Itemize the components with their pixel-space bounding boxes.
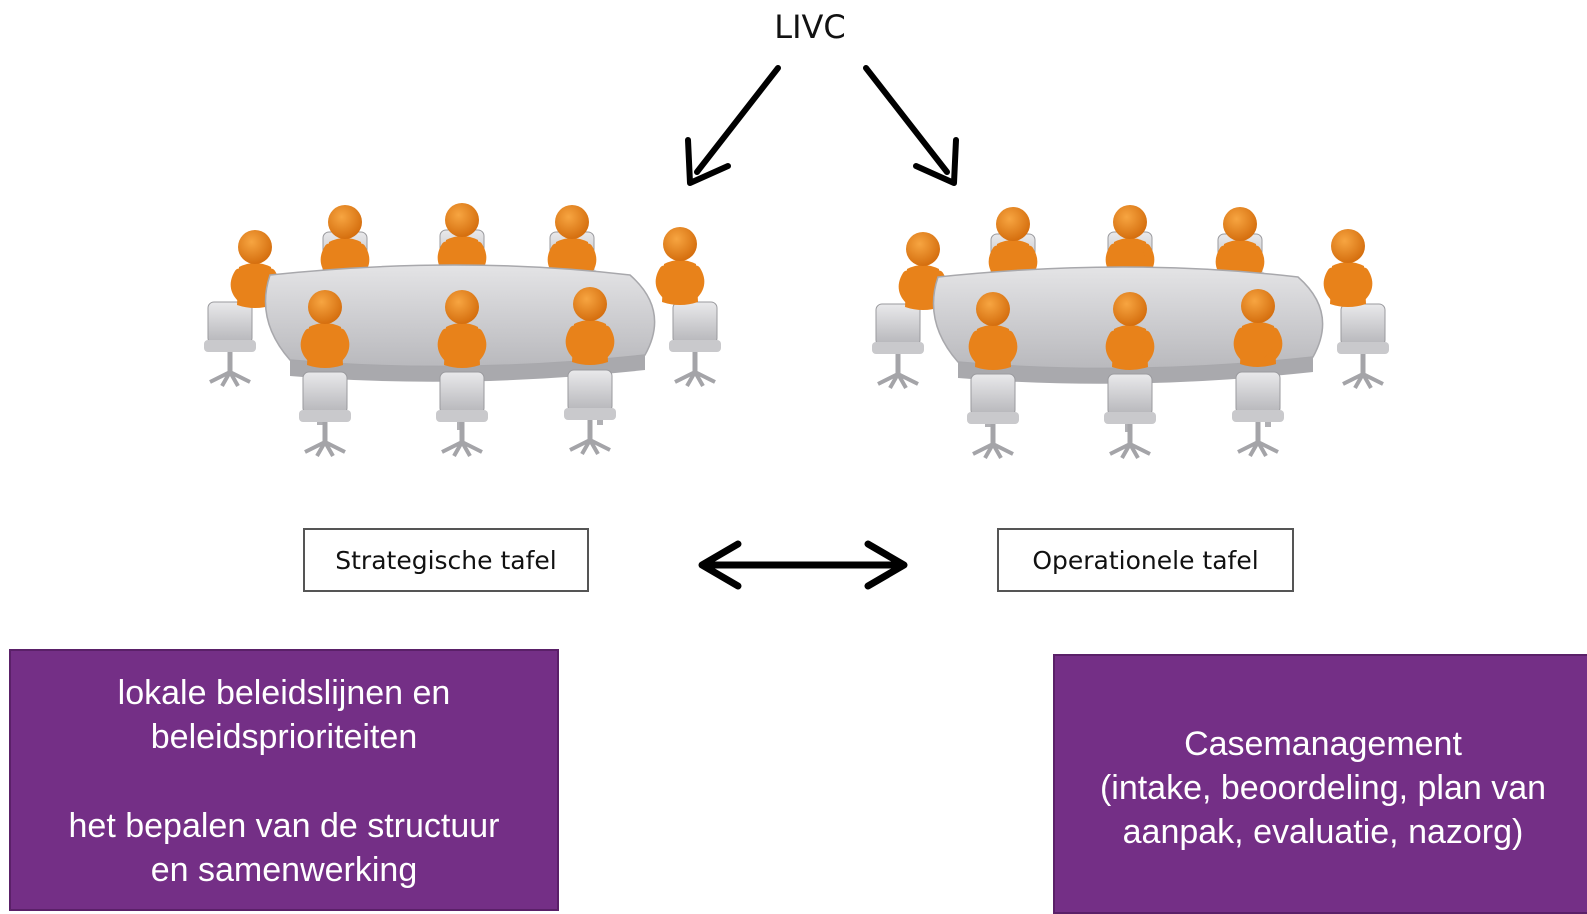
operational-table-label: Operationele tafel bbox=[997, 528, 1294, 592]
arrow-down-left-icon bbox=[685, 65, 781, 186]
arrow-down-right-icon bbox=[863, 65, 959, 186]
diagram-title: LIVC bbox=[774, 8, 846, 46]
box-text-line: beleidsprioriteiten bbox=[150, 718, 418, 756]
strategic-description-box: lokale beleidslijnen en beleidsprioritei… bbox=[9, 649, 559, 911]
box-text-line: lokale beleidslijnen en bbox=[117, 674, 451, 712]
meeting-table-illustration-right bbox=[872, 205, 1389, 458]
box-text-line: (intake, beoordeling, plan van bbox=[1099, 769, 1547, 807]
strategic-table-label: Strategische tafel bbox=[303, 528, 589, 592]
box-text-line: en samenwerking bbox=[150, 851, 418, 889]
box-text-line: aanpak, evaluatie, nazorg) bbox=[1122, 813, 1524, 851]
operational-description-box: Casemanagement (intake, beoordeling, pla… bbox=[1053, 654, 1587, 914]
meeting-table-illustration-left bbox=[204, 203, 721, 456]
box-text-line: Casemanagement bbox=[1184, 725, 1462, 763]
box-text-line: het bepalen van de structuur bbox=[68, 807, 500, 845]
double-arrow-icon bbox=[698, 540, 908, 590]
